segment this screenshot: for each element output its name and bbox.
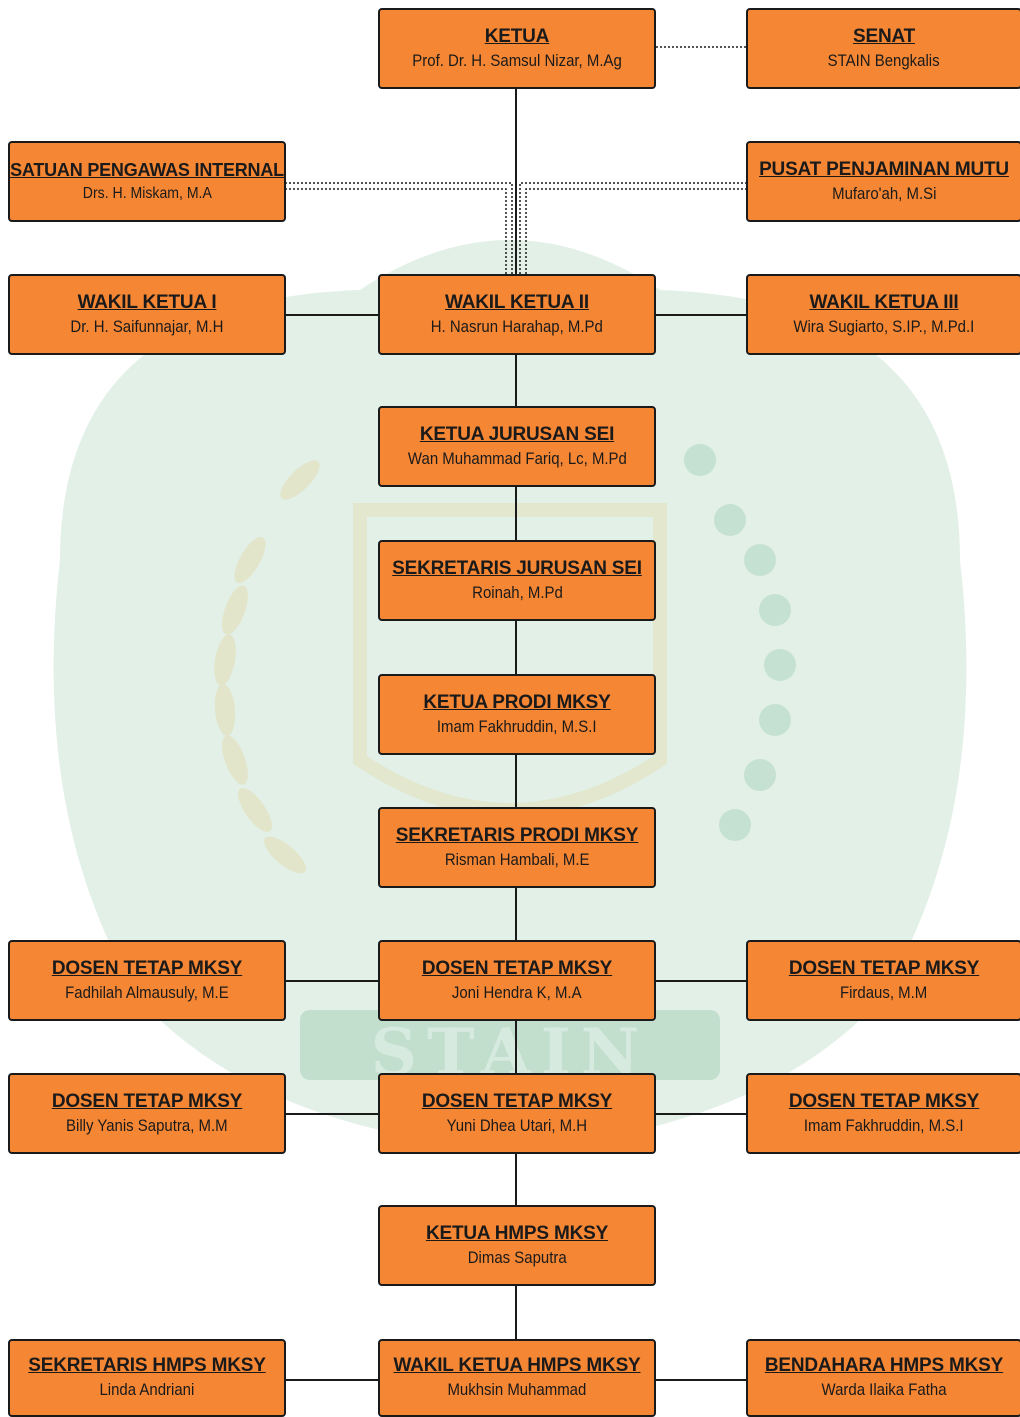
box-dosen-tetap: DOSEN TETAP MKSY Joni Hendra K, M.A xyxy=(378,940,656,1021)
box-name: Wan Muhammad Fariq, Lc, M.Pd xyxy=(407,448,627,468)
box-dosen-tetap: DOSEN TETAP MKSY Imam Fakhruddin, M.S.I xyxy=(746,1073,1020,1154)
box-title: WAKIL KETUA III xyxy=(809,291,959,313)
box-sekretaris-hmps: SEKRETARIS HMPS MKSY Linda Andriani xyxy=(8,1339,286,1417)
box-name: Prof. Dr. H. Samsul Nizar, M.Ag xyxy=(412,50,622,70)
box-name: Yuni Dhea Utari, M.H xyxy=(446,1115,588,1135)
box-sekretaris-prodi: SEKRETARIS PRODI MKSY Risman Hambali, M.… xyxy=(378,807,656,888)
box-dosen-tetap: DOSEN TETAP MKSY Billy Yanis Saputra, M.… xyxy=(8,1073,286,1154)
box-name: Roinah, M.Pd xyxy=(471,582,563,602)
box-title: WAKIL KETUA II xyxy=(445,291,589,313)
box-title: PUSAT PENJAMINAN MUTU xyxy=(759,158,1009,180)
box-title: KETUA PRODI MKSY xyxy=(423,691,611,713)
box-bendahara-hmps: BENDAHARA HMPS MKSY Warda Ilaika Fatha xyxy=(746,1339,1020,1417)
box-dosen-tetap: DOSEN TETAP MKSY Yuni Dhea Utari, M.H xyxy=(378,1073,656,1154)
box-name: Wira Sugiarto, S.IP., M.Pd.I xyxy=(793,316,975,336)
box-name: Mukhsin Muhammad xyxy=(447,1380,587,1399)
box-title: SENAT xyxy=(853,25,915,47)
box-title: WAKIL KETUA I xyxy=(77,291,217,313)
box-name: Linda Andriani xyxy=(99,1380,195,1399)
box-senat: SENAT STAIN Bengkalis xyxy=(746,8,1020,89)
box-name: Dr. H. Saifunnajar, M.H xyxy=(70,316,224,336)
dotted-connector-spi xyxy=(285,182,513,275)
box-title: DOSEN TETAP MKSY xyxy=(788,957,980,979)
box-title: SEKRETARIS JURUSAN SEI xyxy=(392,557,642,579)
box-title: KETUA JURUSAN SEI xyxy=(419,423,615,445)
box-ketua-hmps: KETUA HMPS MKSY Dimas Saputra xyxy=(378,1205,656,1286)
box-name: Imam Fakhruddin, M.S.I xyxy=(437,716,597,736)
box-sekretaris-jurusan: SEKRETARIS JURUSAN SEI Roinah, M.Pd xyxy=(378,540,656,621)
box-title: WAKIL KETUA HMPS MKSY xyxy=(393,1355,641,1376)
box-name: Mufaro'ah, M.Si xyxy=(831,183,937,203)
box-title: SEKRETARIS PRODI MKSY xyxy=(395,824,639,846)
box-wakil-ketua-hmps: WAKIL KETUA HMPS MKSY Mukhsin Muhammad xyxy=(378,1339,656,1417)
box-name: Dimas Saputra xyxy=(467,1247,567,1267)
dotted-connector-ppm-2 xyxy=(525,188,747,275)
box-dosen-tetap: DOSEN TETAP MKSY Firdaus, M.M xyxy=(746,940,1020,1021)
box-title: KETUA HMPS MKSY xyxy=(425,1222,609,1244)
box-dosen-tetap: DOSEN TETAP MKSY Fadhilah Almausuly, M.E xyxy=(8,940,286,1021)
box-name: Firdaus, M.M xyxy=(840,982,928,1002)
box-name: Risman Hambali, M.E xyxy=(444,849,590,869)
box-wakil-ketua-1: WAKIL KETUA I Dr. H. Saifunnajar, M.H xyxy=(8,274,286,355)
box-name: STAIN Bengkalis xyxy=(828,50,940,70)
box-wakil-ketua-2: WAKIL KETUA II H. Nasrun Harahap, M.Pd xyxy=(378,274,656,355)
box-pusat-penjaminan-mutu: PUSAT PENJAMINAN MUTU Mufaro'ah, M.Si xyxy=(746,141,1020,222)
box-title: DOSEN TETAP MKSY xyxy=(51,1090,243,1112)
box-name: Imam Fakhruddin, M.S.I xyxy=(804,1115,964,1135)
box-title: SEKRETARIS HMPS MKSY xyxy=(28,1355,266,1376)
box-title: DOSEN TETAP MKSY xyxy=(421,957,613,979)
box-name: Warda Ilaika Fatha xyxy=(821,1380,947,1399)
box-satuan-pengawas-internal: SATUAN PENGAWAS INTERNAL Drs. H. Miskam,… xyxy=(8,141,286,222)
box-wakil-ketua-3: WAKIL KETUA III Wira Sugiarto, S.IP., M.… xyxy=(746,274,1020,355)
box-ketua-jurusan: KETUA JURUSAN SEI Wan Muhammad Fariq, Lc… xyxy=(378,406,656,487)
box-name: Joni Hendra K, M.A xyxy=(452,982,582,1002)
box-ketua: KETUA Prof. Dr. H. Samsul Nizar, M.Ag xyxy=(378,8,656,89)
box-title: SATUAN PENGAWAS INTERNAL xyxy=(10,159,284,180)
box-title: BENDAHARA HMPS MKSY xyxy=(764,1355,1004,1376)
dotted-connector-ppm xyxy=(519,182,747,275)
box-title: KETUA xyxy=(484,25,550,47)
box-name: H. Nasrun Harahap, M.Pd xyxy=(430,316,604,336)
box-name: Billy Yanis Saputra, M.M xyxy=(66,1115,228,1135)
box-title: DOSEN TETAP MKSY xyxy=(51,957,243,979)
box-title: DOSEN TETAP MKSY xyxy=(788,1090,980,1112)
box-name: Fadhilah Almausuly, M.E xyxy=(65,982,229,1002)
dotted-connector-spi-2 xyxy=(285,188,507,275)
box-ketua-prodi: KETUA PRODI MKSY Imam Fakhruddin, M.S.I xyxy=(378,674,656,755)
box-title: DOSEN TETAP MKSY xyxy=(421,1090,613,1112)
box-name: Drs. H. Miskam, M.A xyxy=(82,184,212,202)
